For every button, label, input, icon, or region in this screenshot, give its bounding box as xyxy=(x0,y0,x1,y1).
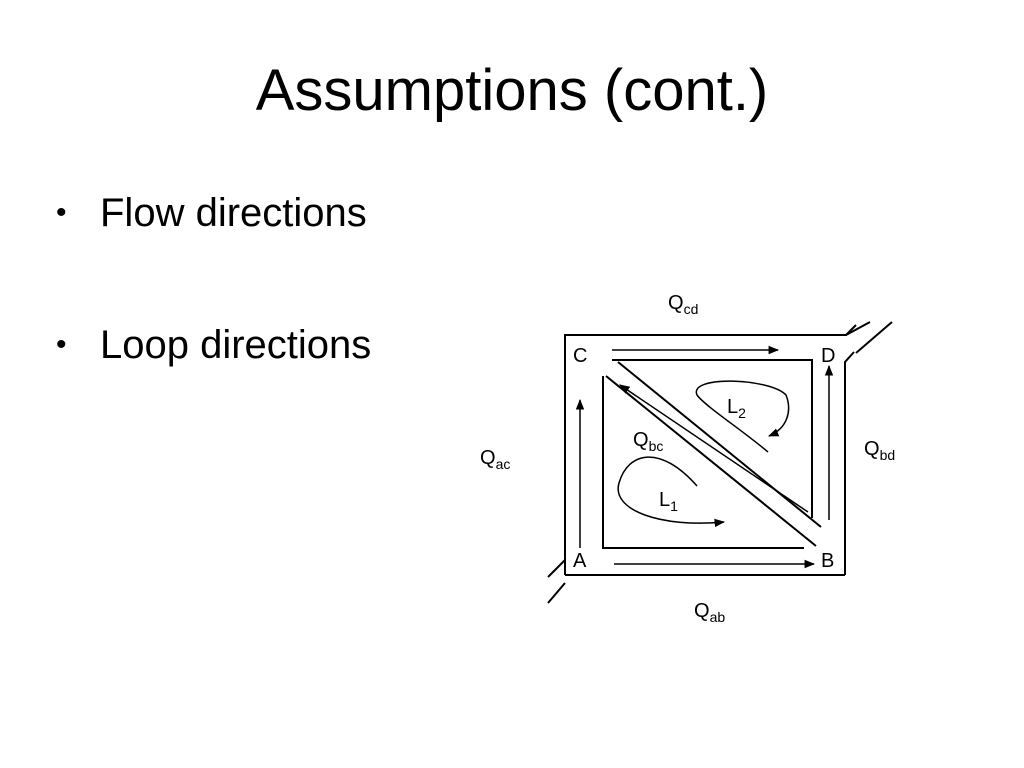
bullet-text: Loop directions xyxy=(100,323,372,367)
bullet-list: • Flow directions • Loop directions xyxy=(56,186,371,450)
slide-title: Assumptions (cont.) xyxy=(255,58,769,123)
node-label-a: A xyxy=(573,550,587,572)
bullet-text: Flow directions xyxy=(100,191,367,235)
pipe-outer-wall xyxy=(564,324,857,576)
diagonal-pipe-wall-lower xyxy=(605,375,817,547)
loop-arrow-l2 xyxy=(695,380,790,453)
bullet-marker: • xyxy=(56,328,67,361)
bullet-item-loop-directions: • Loop directions xyxy=(56,318,371,372)
flow-label-cd: Qcd xyxy=(668,292,698,317)
flow-label-ab: Qab xyxy=(694,600,725,625)
bullet-marker: • xyxy=(56,196,67,229)
loop-arrow-l1 xyxy=(617,456,726,528)
bullet-item-flow-directions: • Flow directions xyxy=(56,186,371,240)
flow-label-bd: Qbd xyxy=(864,438,895,463)
loop-label-l2: L2 xyxy=(727,396,746,421)
flow-label-ac: Qac xyxy=(480,447,510,472)
node-label-b: B xyxy=(821,550,834,572)
inlet-pipe-ends xyxy=(547,559,566,604)
diagonal-pipe-wall-upper xyxy=(617,361,822,528)
flow-arrow-bc xyxy=(619,384,809,513)
loop-label-l1: L1 xyxy=(659,489,678,514)
flow-label-bc: Qbc xyxy=(633,429,663,454)
node-label-d: D xyxy=(821,345,835,367)
outlet-pipe-ends xyxy=(845,321,893,354)
pipe-inner-wall-upper xyxy=(612,359,813,518)
node-label-c: C xyxy=(573,345,587,367)
pipe-inner-wall-lower xyxy=(602,376,804,549)
